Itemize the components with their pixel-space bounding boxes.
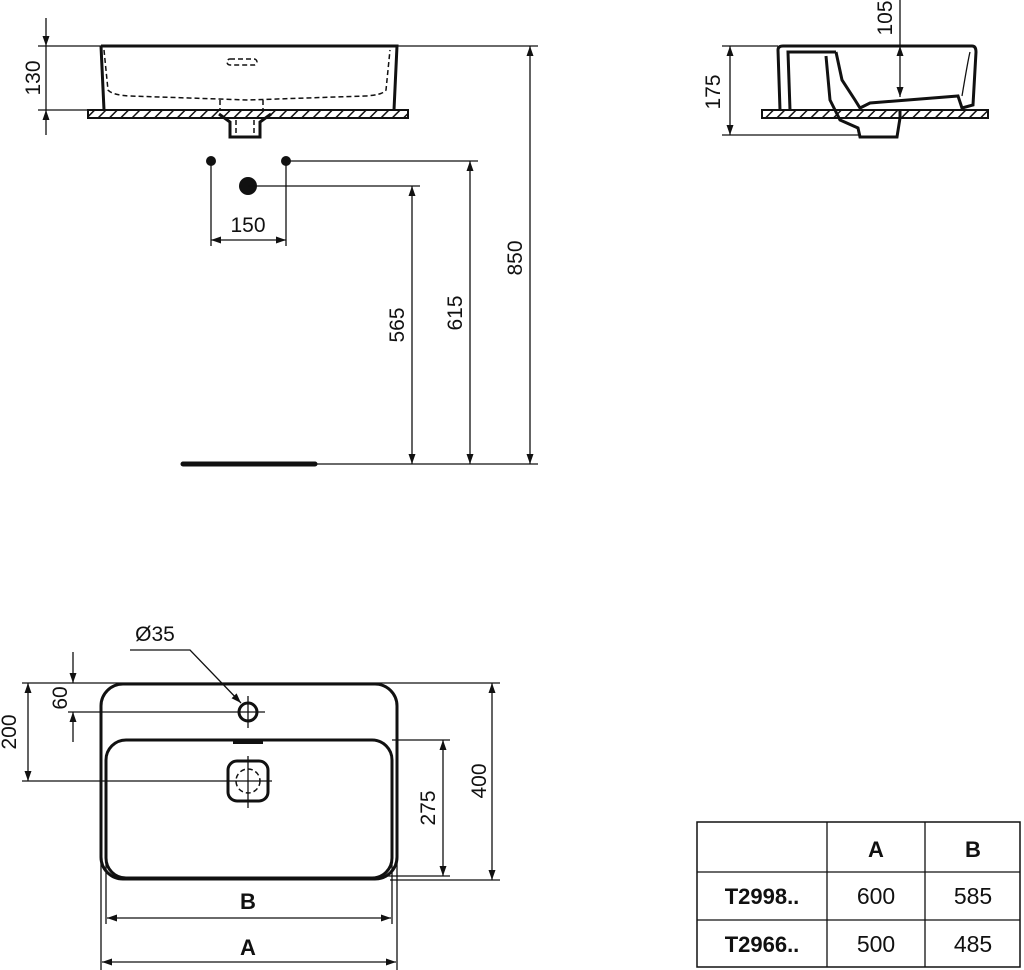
waste-outlet — [218, 112, 272, 139]
tap-hole-diameter-label: Ø35 — [135, 623, 175, 646]
table-row-1-b: 585 — [954, 883, 992, 909]
dimension-table: A B T2998.. 600 585 T2966.. 500 485 — [696, 821, 1021, 968]
table-header-a: A — [868, 837, 884, 862]
supply-height-label: 615 — [444, 295, 467, 330]
basin-inner-dashed — [103, 49, 391, 101]
waste-height-label: 565 — [386, 307, 409, 342]
table-row-2-b: 485 — [954, 931, 992, 957]
dimension-b-label: B — [240, 889, 256, 914]
basin-side-outline — [776, 44, 978, 139]
table-row-2-model: T2966.. — [725, 932, 800, 957]
overall-depth-label: 400 — [468, 763, 491, 798]
tap-spacing-label: 150 — [230, 214, 265, 237]
countertop-side — [761, 109, 989, 119]
plan-view: Ø35 60 200 275 400 B A — [0, 623, 500, 970]
table-header-b: B — [965, 837, 981, 862]
rim-height-label: 850 — [504, 240, 527, 275]
side-view: 175 105 — [702, 0, 989, 139]
bowl-depth-label: 275 — [417, 790, 440, 825]
basin-outline — [99, 44, 399, 111]
dimension-a-label: A — [240, 935, 256, 960]
countertop — [87, 109, 409, 119]
side-height-label: 175 — [702, 74, 725, 109]
table-row-1-a: 600 — [857, 883, 895, 909]
front-view: 130 150 615 565 850 — [22, 18, 538, 467]
waste-offset-label: 200 — [0, 714, 21, 749]
height-130-label: 130 — [22, 60, 45, 95]
overflow-slot — [226, 58, 258, 66]
table-row-2-a: 500 — [857, 931, 895, 957]
table-row-1-model: T2998.. — [725, 884, 800, 909]
tap-offset-label: 60 — [49, 686, 72, 709]
side-depth-label: 105 — [874, 0, 897, 35]
